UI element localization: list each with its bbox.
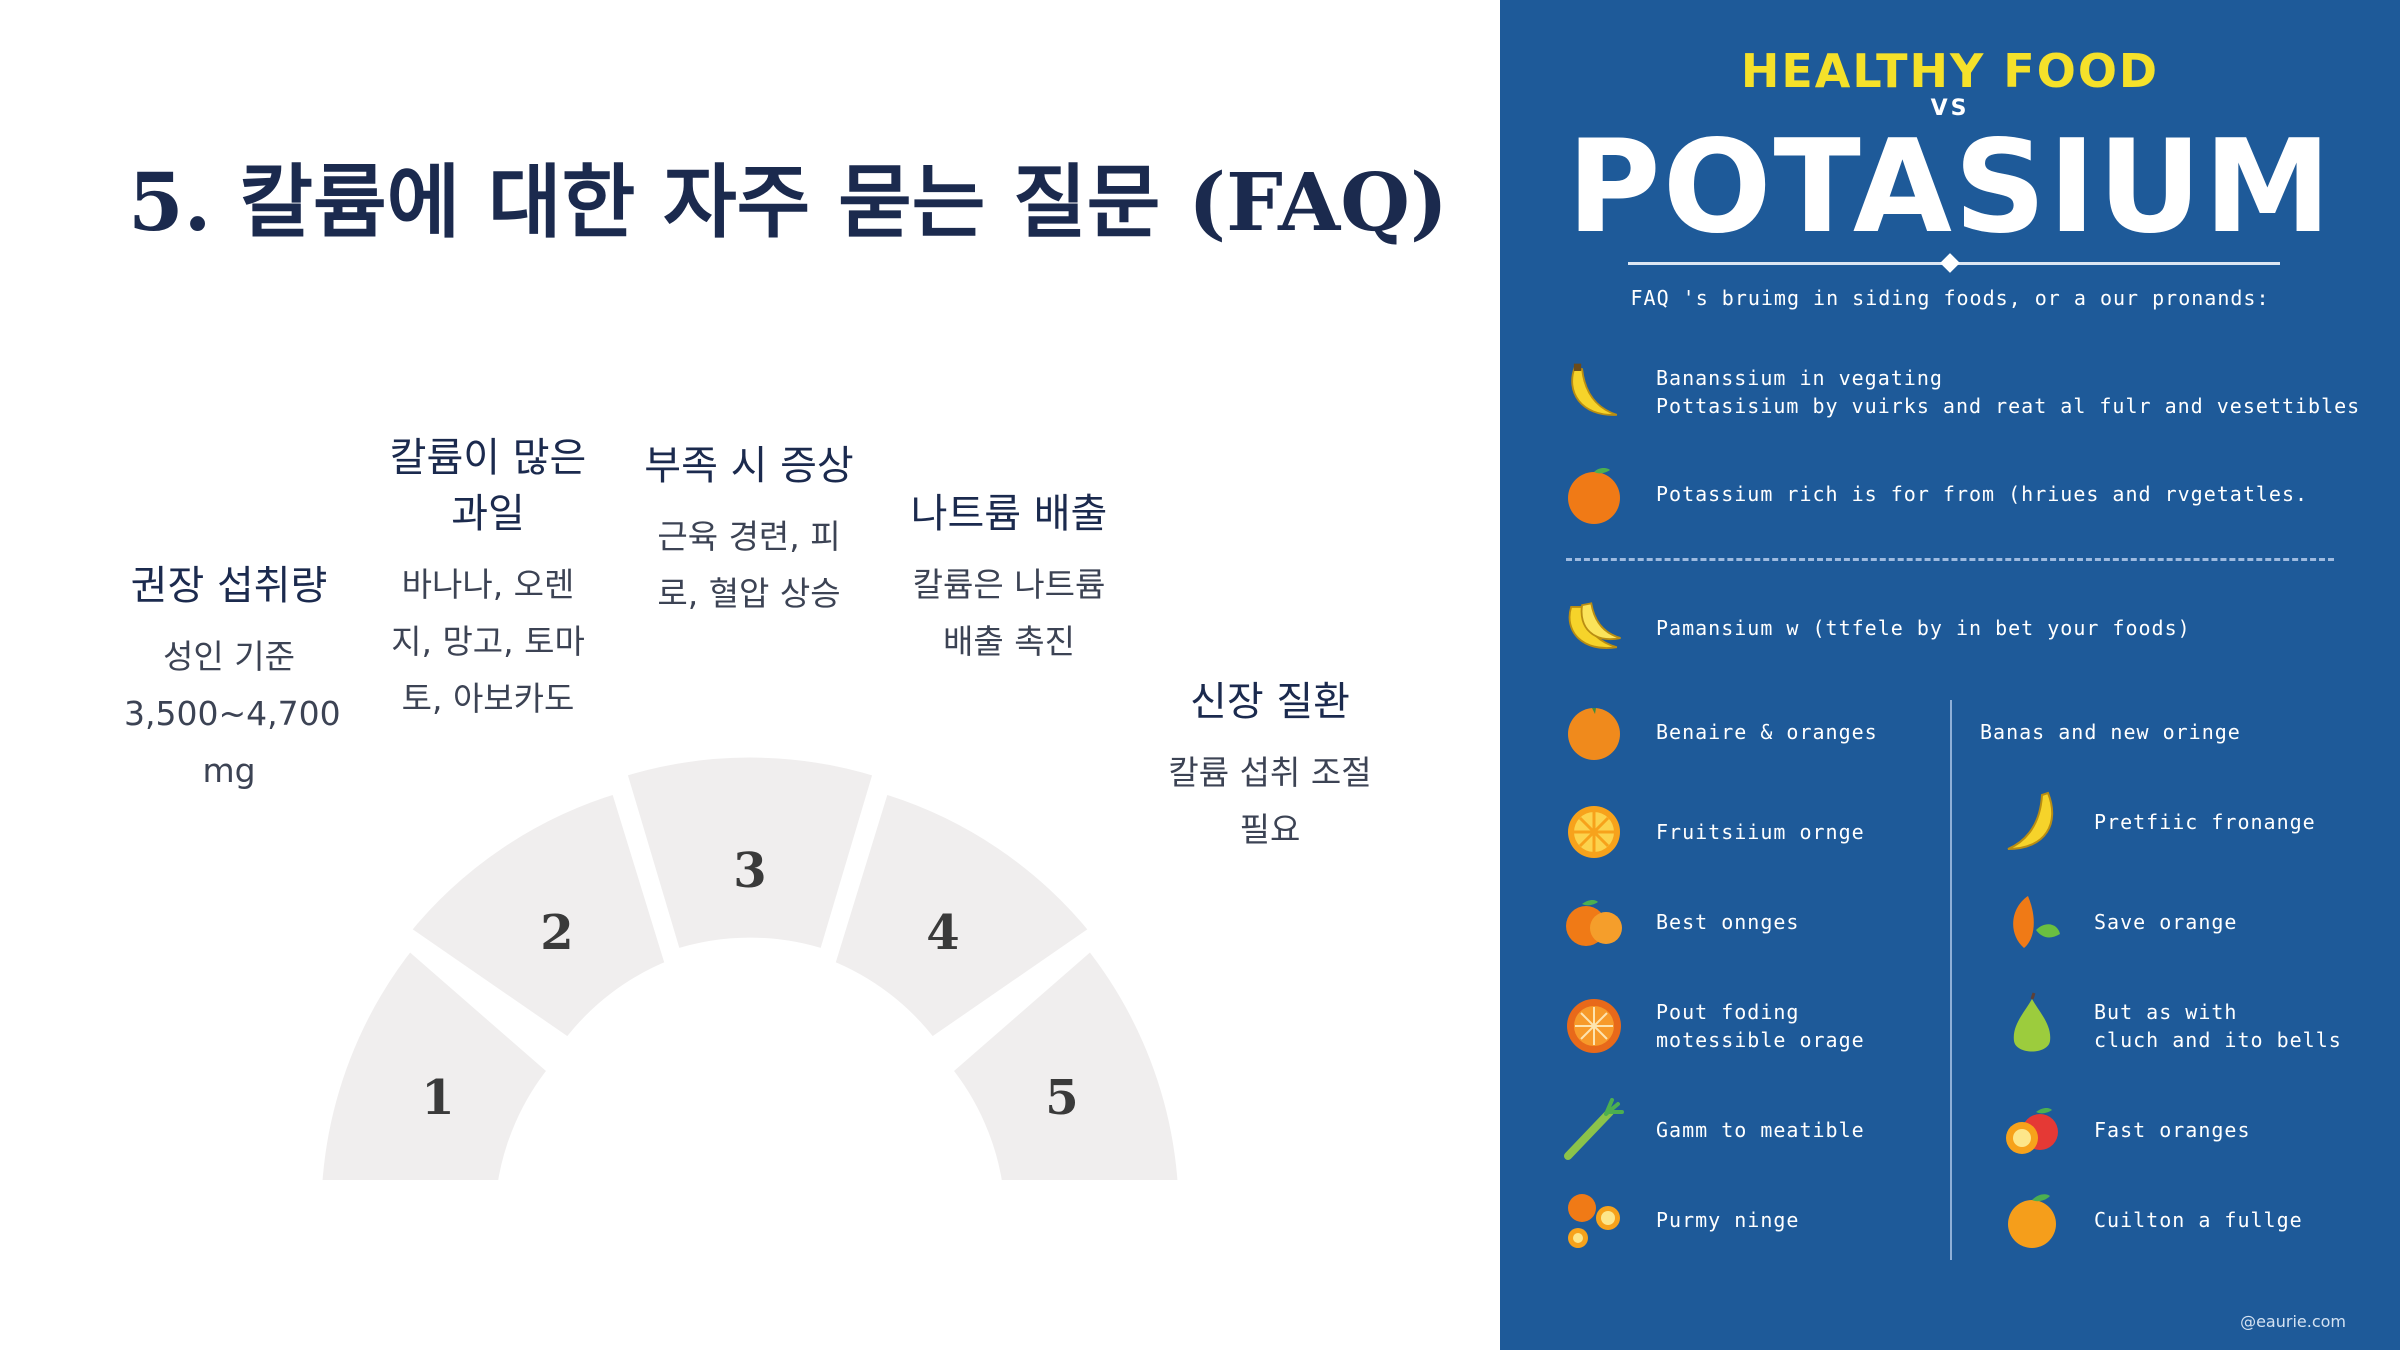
fan-segment-5 — [935, 933, 1194, 1196]
poster-row-text: Fast oranges — [2094, 1118, 2251, 1142]
faq-heading: 권장 섭취량 — [130, 563, 328, 609]
orange-half-icon — [1562, 994, 1626, 1058]
poster-row-text: Benaire & oranges — [1656, 720, 1878, 744]
poster-row-text: Gamm to meatible — [1656, 1118, 1865, 1142]
segment-number: 2 — [540, 905, 573, 961]
orange-slice-icon — [1562, 800, 1626, 864]
poster-row: Cuilton a fullge — [2000, 1188, 2303, 1252]
faq-desc: 바나나, 오렌지, 망고, 토마토, 아보카도 — [391, 565, 585, 718]
poster-row-text: But as with cluch and ito bells — [2094, 1000, 2342, 1052]
poster-row: Gamm to meatible — [1562, 1098, 1865, 1162]
poster-row-text: Pretfiic fronange — [2094, 810, 2316, 834]
dashed-divider — [1566, 558, 2334, 561]
poster-row: Pout foding motessible orage — [1562, 994, 1865, 1058]
poster-row-text: Banas and new oringe — [1980, 720, 2241, 744]
fruit-mix-icon — [2000, 1098, 2064, 1162]
poster-row: Bananssium in vegating Pottasisium by vu… — [1562, 360, 2360, 424]
segment-number: 3 — [733, 843, 766, 899]
faq-desc: 근육 경련, 피로, 혈압 상승 — [657, 517, 841, 613]
poster-row: Pamansium w (ttfele by in bet your foods… — [1562, 596, 2191, 660]
poster-row-text: Bananssium in vegating Pottasisium by vu… — [1656, 366, 2361, 418]
small-oranges-icon — [1562, 1188, 1626, 1252]
fan-segment-2 — [393, 777, 682, 1055]
segment-number: 1 — [421, 1070, 454, 1126]
poster-row-text: Save orange — [2094, 910, 2238, 934]
poster-row: Banas and new oringe — [1980, 718, 2241, 746]
banana-icon — [1562, 360, 1626, 424]
column-divider — [1950, 700, 1952, 1260]
faq-heading: 칼륨이 많은 과일 — [389, 435, 587, 537]
poster-row-text: Best onnges — [1656, 910, 1800, 934]
faq-heading: 나트륨 배출 — [910, 491, 1108, 537]
poster-row: But as with cluch and ito bells — [2000, 992, 2342, 1058]
poster-row: Benaire & oranges — [1562, 700, 1878, 764]
poster-row-text: Pamansium w (ttfele by in bet your foods… — [1656, 616, 2191, 640]
poster-row: Save orange — [2000, 890, 2237, 954]
poster-row: Best onnges — [1562, 890, 1799, 954]
orange-icon — [1562, 700, 1626, 764]
poster-row-text: Purmy ninge — [1656, 1208, 1800, 1232]
faq-item-sodium: 나트륨 배출 칼륨은 나트륨 배출 촉진 — [904, 486, 1114, 670]
poster-row-text: Potassium rich is for from (hriues and r… — [1656, 482, 2309, 506]
poster-row: Fast oranges — [2000, 1098, 2251, 1162]
poster-credit: @eaurie.com — [2240, 1312, 2346, 1331]
orange-icon — [1562, 462, 1626, 526]
faq-item-kidney: 신장 질환 칼륨 섭취 조절 필요 — [1165, 674, 1375, 858]
faq-heading: 부족 시 증상 — [644, 443, 854, 489]
poster-row-text: Cuilton a fullge — [2094, 1208, 2303, 1232]
poster-kicker: HEALTHY FOOD — [1740, 44, 2160, 98]
poster-title: POTASIUM — [1566, 113, 2334, 262]
fan-segment-3 — [610, 741, 890, 966]
poster-vs: VS — [1930, 96, 1970, 121]
poster-row-text: Fruitsiium ornge — [1656, 820, 1865, 844]
faq-item-deficiency: 부족 시 증상 근육 경련, 피로, 혈압 상승 — [644, 438, 854, 622]
poster-row: Pretfiic fronange — [2000, 790, 2316, 854]
banana-icon — [2000, 790, 2064, 854]
faq-desc: 칼륨 섭취 조절 필요 — [1168, 753, 1372, 849]
celery-icon — [1562, 1098, 1626, 1162]
segment-number: 5 — [1045, 1070, 1078, 1126]
poster-intro: FAQ 's bruimg in siding foods, or a our … — [1630, 286, 2270, 310]
orange-leaf-icon — [2000, 890, 2064, 954]
slide-title: 5. 칼륨에 대한 자주 묻는 질문 (FAQ) — [128, 155, 1448, 249]
fan-segment-4 — [818, 777, 1107, 1055]
faq-desc: 칼륨은 나트륨 배출 촉진 — [912, 565, 1106, 661]
oranges-icon — [1562, 890, 1626, 954]
segment-fan: 1 2 3 4 5 — [306, 741, 1194, 1196]
poster-row: Potassium rich is for from (hriues and r… — [1562, 462, 2308, 526]
faq-item-fruits: 칼륨이 많은 과일 바나나, 오렌지, 망고, 토마토, 아보카도 — [383, 430, 593, 727]
segment-number: 4 — [926, 905, 959, 961]
orange-icon — [2000, 1188, 2064, 1252]
fan-segment-1 — [306, 933, 565, 1196]
faq-item-intake: 권장 섭취량 성인 기준 3,500~4,700 mg — [124, 558, 341, 799]
poster-row: Fruitsiium ornge — [1562, 800, 1865, 864]
banana-bunch-icon — [1562, 596, 1626, 660]
potassium-poster: HEALTHY FOOD VS POTASIUM FAQ 's bruimg i… — [1500, 0, 2400, 1350]
faq-desc: 성인 기준 3,500~4,700 mg — [124, 637, 341, 790]
poster-row: Purmy ninge — [1562, 1188, 1799, 1252]
pear-icon — [2000, 992, 2064, 1058]
faq-heading: 신장 질환 — [1190, 679, 1350, 725]
poster-row-text: Pout foding motessible orage — [1656, 1000, 1865, 1052]
